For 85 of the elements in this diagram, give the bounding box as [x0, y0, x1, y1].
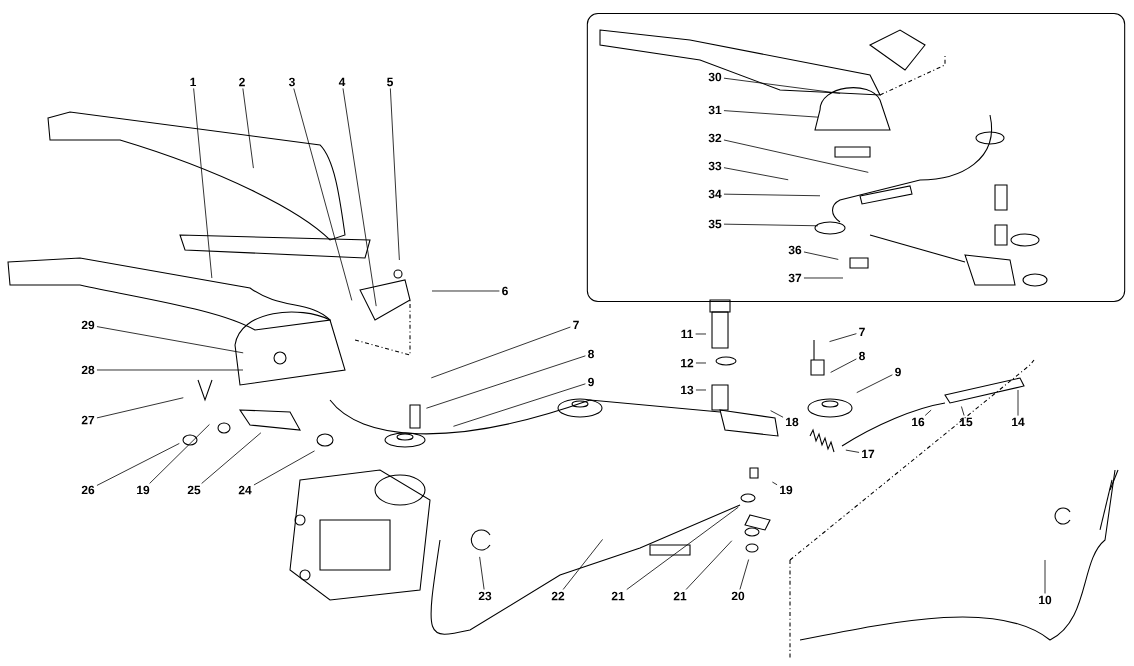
callout-number: 29	[81, 320, 95, 330]
leader-line	[803, 277, 844, 279]
leader-line	[770, 410, 784, 418]
leader-line	[803, 251, 839, 260]
leader-line	[562, 539, 603, 590]
leader-line	[479, 556, 485, 590]
callout-number: 32	[708, 133, 722, 143]
callout-number: 5	[387, 77, 393, 87]
leader-line	[856, 374, 893, 394]
callout-number: 9	[588, 377, 594, 387]
callout-number: 10	[1039, 595, 1052, 605]
leader-line	[723, 167, 789, 181]
leader-line	[201, 432, 262, 484]
callout-number: 27	[81, 415, 95, 425]
callout-number: 8	[588, 349, 594, 359]
leader-line	[453, 383, 586, 427]
callout-number: 33	[708, 161, 722, 171]
callout-number: 36	[788, 245, 802, 255]
leader-line	[685, 540, 733, 590]
callout-number: 13	[681, 385, 694, 395]
callout-number: 6	[502, 286, 508, 296]
callout-number: 19	[780, 485, 793, 495]
leader-line	[149, 424, 210, 484]
leader-line	[389, 88, 400, 261]
leader-line	[771, 481, 778, 486]
leader-line	[96, 369, 244, 371]
leader-line	[723, 77, 841, 94]
callout-number: 9	[895, 367, 901, 377]
callout-number: 24	[238, 485, 252, 495]
leader-line	[830, 358, 857, 373]
inset-frame	[586, 12, 1126, 303]
leader-line	[723, 193, 821, 197]
callout-number: 22	[551, 591, 565, 601]
callout-number: 2	[239, 77, 245, 87]
leader-line	[723, 139, 869, 173]
leader-line	[1017, 389, 1019, 416]
callout-number: 17	[862, 449, 875, 459]
callout-number: 7	[573, 320, 579, 330]
callout-number: 37	[788, 273, 802, 283]
leader-line	[961, 406, 965, 416]
callout-number: 7	[859, 327, 865, 337]
leader-line	[193, 88, 213, 279]
callout-number: 8	[859, 351, 865, 361]
leader-line	[293, 88, 353, 301]
callout-number: 26	[81, 485, 95, 495]
callout-number: 4	[338, 77, 346, 87]
leader-line	[723, 223, 819, 227]
leader-line	[924, 409, 932, 416]
callout-number: 21	[611, 591, 625, 601]
leader-line	[845, 449, 860, 453]
leader-line	[695, 333, 707, 335]
callout-number: 3	[288, 77, 295, 87]
callout-number: 1	[190, 77, 196, 87]
leader-line	[430, 326, 571, 379]
callout-number: 18	[786, 417, 799, 427]
callout-number: 16	[912, 417, 925, 427]
leader-line	[96, 326, 244, 354]
callout-number: 19	[137, 485, 150, 495]
callout-number: 21	[673, 591, 687, 601]
callout-number: 30	[708, 72, 722, 82]
callout-number: 14	[1012, 417, 1025, 427]
callout-number: 25	[187, 485, 201, 495]
leader-line	[253, 450, 315, 486]
callout-number: 28	[81, 365, 95, 375]
leader-line	[695, 389, 707, 391]
leader-line	[829, 333, 857, 342]
callout-number: 35	[708, 219, 722, 229]
leader-line	[695, 362, 707, 364]
leader-line	[739, 559, 750, 590]
callout-number: 12	[681, 358, 694, 368]
leader-line	[242, 88, 254, 169]
leader-line	[431, 290, 500, 292]
callout-number: 15	[960, 417, 973, 427]
callout-number: 11	[681, 329, 693, 339]
leader-line	[1044, 559, 1046, 594]
leader-line	[96, 397, 184, 419]
callout-number: 20	[731, 591, 745, 601]
callout-number: 34	[708, 189, 722, 199]
leader-line	[723, 110, 819, 118]
leader-line	[96, 443, 180, 486]
leader-line	[626, 506, 739, 590]
callout-number: 31	[708, 105, 722, 115]
leader-line	[342, 88, 377, 307]
leader-line	[426, 355, 586, 409]
callout-number: 23	[478, 591, 492, 601]
